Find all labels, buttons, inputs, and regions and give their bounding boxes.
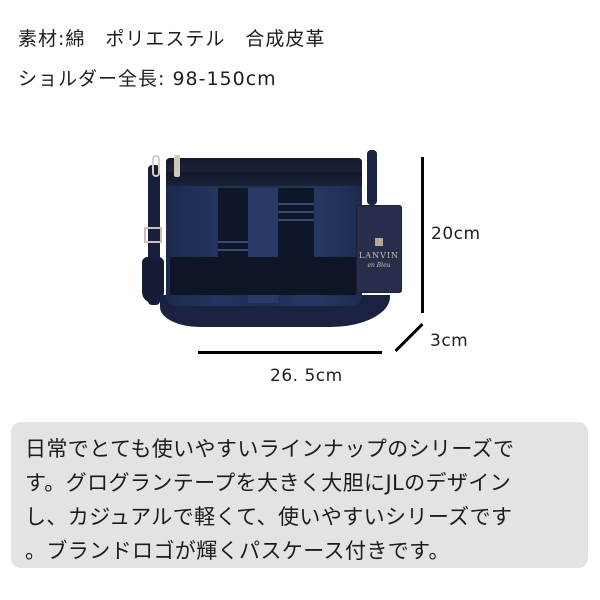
description-box: 日常でとても使いやすいラインナップのシリーズで す。グログランテープを大きく大胆…	[11, 422, 588, 568]
depth-label: 3cm	[430, 331, 469, 351]
tape-stripe	[218, 249, 248, 251]
brand-logo-icon	[375, 238, 383, 246]
tag-brand: LANVIN	[358, 251, 400, 260]
height-dimension-line	[421, 157, 424, 313]
height-label: 20cm	[431, 224, 481, 244]
zipper-band	[166, 158, 362, 186]
tape-stripe	[218, 241, 248, 243]
tape-stripe	[278, 211, 314, 213]
tape-stripe	[278, 203, 314, 205]
strap-buckle	[144, 227, 162, 243]
description-line: 。ブランドロゴが輝くパスケース付きです。	[25, 539, 450, 563]
description-line: す。グログランテープを大きく大胆にJLのデザイン	[25, 471, 512, 495]
strap-tab	[142, 257, 164, 303]
shoulder-length-spec: ショルダー全長: 98-150cm	[18, 68, 277, 90]
clasp-hook	[152, 155, 160, 177]
grosgrain-tape-bottom	[170, 257, 356, 295]
width-dimension-line	[198, 351, 382, 354]
tag-subbrand: en Bleu	[367, 262, 391, 269]
d-ring	[174, 155, 180, 177]
tape-stripe	[278, 219, 314, 221]
description-line: し、カジュアルで軽くて、使いやすいシリーズです	[25, 505, 513, 529]
description-line: 日常でとても使いやすいラインナップのシリーズで	[25, 437, 515, 461]
tag-strap	[367, 150, 377, 205]
product-image: LANVIN en Bleu	[130, 145, 420, 345]
pass-case-tag: LANVIN en Bleu	[356, 205, 402, 293]
material-spec: 素材:綿 ポリエステル 合成皮革	[18, 28, 326, 50]
width-label: 26. 5cm	[270, 366, 343, 386]
